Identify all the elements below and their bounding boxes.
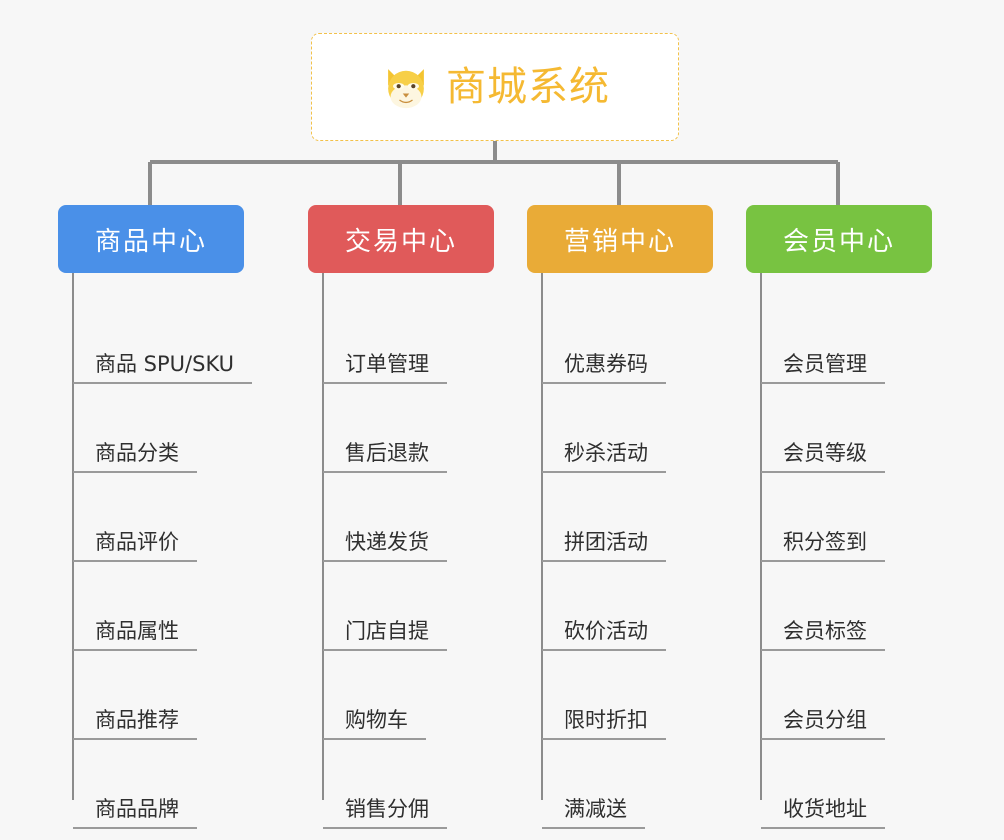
list-item[interactable]: 会员管理 bbox=[761, 295, 932, 384]
list-item-label: 优惠券码 bbox=[542, 352, 666, 384]
list-item-label: 限时折扣 bbox=[542, 708, 666, 740]
list-item-label: 销售分佣 bbox=[323, 797, 447, 829]
list-item[interactable]: 秒杀活动 bbox=[542, 384, 713, 473]
list-item[interactable]: 商品品牌 bbox=[73, 740, 244, 829]
root-node[interactable]: 商城系统 bbox=[311, 33, 679, 141]
column-trade-center: 交易中心 订单管理 售后退款 快递发货 门店自提 购物车 销售分佣 bbox=[308, 205, 494, 829]
list-item[interactable]: 积分签到 bbox=[761, 473, 932, 562]
column-product-center: 商品中心 商品 SPU/SKU 商品分类 商品评价 商品属性 商品推荐 商品品牌 bbox=[58, 205, 253, 829]
list-item[interactable]: 商品评价 bbox=[73, 473, 244, 562]
list-item-label: 商品 SPU/SKU bbox=[73, 352, 253, 384]
list-item[interactable]: 商品推荐 bbox=[73, 651, 244, 740]
column-items-1: 订单管理 售后退款 快递发货 门店自提 购物车 销售分佣 bbox=[308, 273, 494, 829]
column-member-center: 会员中心 会员管理 会员等级 积分签到 会员标签 会员分组 收货地址 bbox=[746, 205, 932, 829]
root-title: 商城系统 bbox=[446, 64, 610, 110]
column-marketing-center: 营销中心 优惠券码 秒杀活动 拼团活动 砍价活动 限时折扣 满减送 bbox=[527, 205, 713, 829]
list-item-label: 会员管理 bbox=[761, 352, 885, 384]
list-item[interactable]: 门店自提 bbox=[323, 562, 494, 651]
column-header-1[interactable]: 交易中心 bbox=[308, 205, 494, 273]
list-item-label: 订单管理 bbox=[323, 352, 447, 384]
column-header-2[interactable]: 营销中心 bbox=[527, 205, 713, 273]
list-item[interactable]: 订单管理 bbox=[323, 295, 494, 384]
list-item[interactable]: 商品分类 bbox=[73, 384, 244, 473]
list-item-label: 会员标签 bbox=[761, 619, 885, 651]
list-item-label: 积分签到 bbox=[761, 530, 885, 562]
list-item[interactable]: 拼团活动 bbox=[542, 473, 713, 562]
list-item-label: 商品分类 bbox=[73, 441, 197, 473]
column-header-0[interactable]: 商品中心 bbox=[58, 205, 244, 273]
column-items-2: 优惠券码 秒杀活动 拼团活动 砍价活动 限时折扣 满减送 bbox=[527, 273, 713, 829]
list-item-label: 砍价活动 bbox=[542, 619, 666, 651]
list-item-label: 售后退款 bbox=[323, 441, 447, 473]
column-items-3: 会员管理 会员等级 积分签到 会员标签 会员分组 收货地址 bbox=[746, 273, 932, 829]
list-item[interactable]: 会员标签 bbox=[761, 562, 932, 651]
list-item-label: 门店自提 bbox=[323, 619, 447, 651]
list-item[interactable]: 满减送 bbox=[542, 740, 713, 829]
list-item-label: 快递发货 bbox=[323, 530, 447, 562]
list-item-label: 购物车 bbox=[323, 708, 426, 740]
list-item-label: 商品推荐 bbox=[73, 708, 197, 740]
list-item-label: 秒杀活动 bbox=[542, 441, 666, 473]
list-item[interactable]: 商品 SPU/SKU bbox=[73, 295, 253, 384]
column-items-0: 商品 SPU/SKU 商品分类 商品评价 商品属性 商品推荐 商品品牌 bbox=[58, 273, 253, 829]
list-item[interactable]: 砍价活动 bbox=[542, 562, 713, 651]
column-header-3[interactable]: 会员中心 bbox=[746, 205, 932, 273]
list-item-label: 商品品牌 bbox=[73, 797, 197, 829]
list-item-label: 拼团活动 bbox=[542, 530, 666, 562]
list-item[interactable]: 会员分组 bbox=[761, 651, 932, 740]
list-item[interactable]: 销售分佣 bbox=[323, 740, 494, 829]
list-item[interactable]: 售后退款 bbox=[323, 384, 494, 473]
list-item[interactable]: 商品属性 bbox=[73, 562, 244, 651]
list-item[interactable]: 限时折扣 bbox=[542, 651, 713, 740]
list-item-label: 商品评价 bbox=[73, 530, 197, 562]
list-item-label: 会员分组 bbox=[761, 708, 885, 740]
list-item-label: 收货地址 bbox=[761, 797, 885, 829]
list-item[interactable]: 购物车 bbox=[323, 651, 494, 740]
list-item[interactable]: 快递发货 bbox=[323, 473, 494, 562]
shiba-dog-icon bbox=[388, 69, 424, 109]
list-item-label: 商品属性 bbox=[73, 619, 197, 651]
list-item-label: 满减送 bbox=[542, 797, 645, 829]
list-item[interactable]: 收货地址 bbox=[761, 740, 932, 829]
list-item[interactable]: 会员等级 bbox=[761, 384, 932, 473]
list-item[interactable]: 优惠券码 bbox=[542, 295, 713, 384]
list-item-label: 会员等级 bbox=[761, 441, 885, 473]
